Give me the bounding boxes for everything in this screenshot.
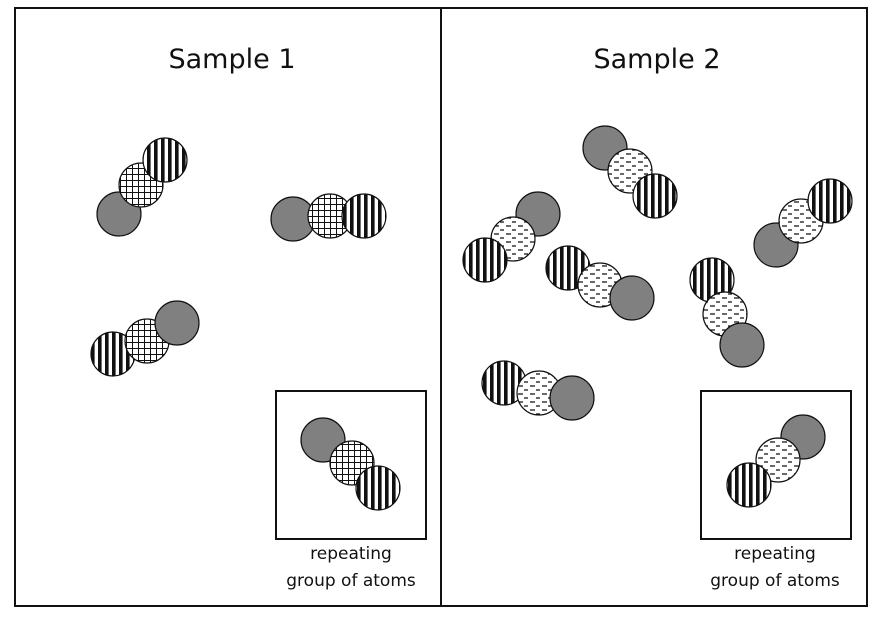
- atom-solid: [609, 275, 655, 321]
- atom-dashed: [755, 437, 801, 483]
- caption-line-2: group of atoms: [710, 571, 840, 591]
- atom-solid: [549, 375, 595, 421]
- caption-line-1: repeating: [734, 544, 816, 564]
- atom-solid: [154, 300, 200, 346]
- molecule: [90, 300, 200, 377]
- caption-line-1: repeating: [310, 544, 392, 564]
- atom-striped: [341, 193, 387, 239]
- panel-title: Sample 2: [594, 44, 721, 75]
- atom-striped: [632, 173, 678, 219]
- atom-striped: [807, 178, 853, 224]
- atom-striped: [462, 237, 508, 283]
- atom-striped: [142, 137, 188, 183]
- molecule: [462, 191, 561, 283]
- molecule: [582, 125, 678, 219]
- atom-striped: [726, 462, 772, 508]
- panel-title: Sample 1: [169, 44, 296, 75]
- caption-line-2: group of atoms: [286, 571, 416, 591]
- repeating-group: [300, 417, 401, 511]
- repeating-group-box: [275, 390, 427, 540]
- molecule: [270, 193, 387, 242]
- repeating-group: [726, 414, 826, 508]
- repeating-group-box: [700, 390, 852, 540]
- panel-sample-2: Sample 2: [462, 44, 853, 591]
- atom-solid: [719, 322, 765, 368]
- atom-striped: [355, 465, 401, 511]
- molecule: [545, 245, 655, 321]
- panel-sample-1: Sample 1 repeating group of atoms: [90, 44, 427, 591]
- molecule: [689, 257, 765, 368]
- molecule: [753, 178, 853, 268]
- molecule: [481, 360, 595, 421]
- molecule: [96, 137, 188, 237]
